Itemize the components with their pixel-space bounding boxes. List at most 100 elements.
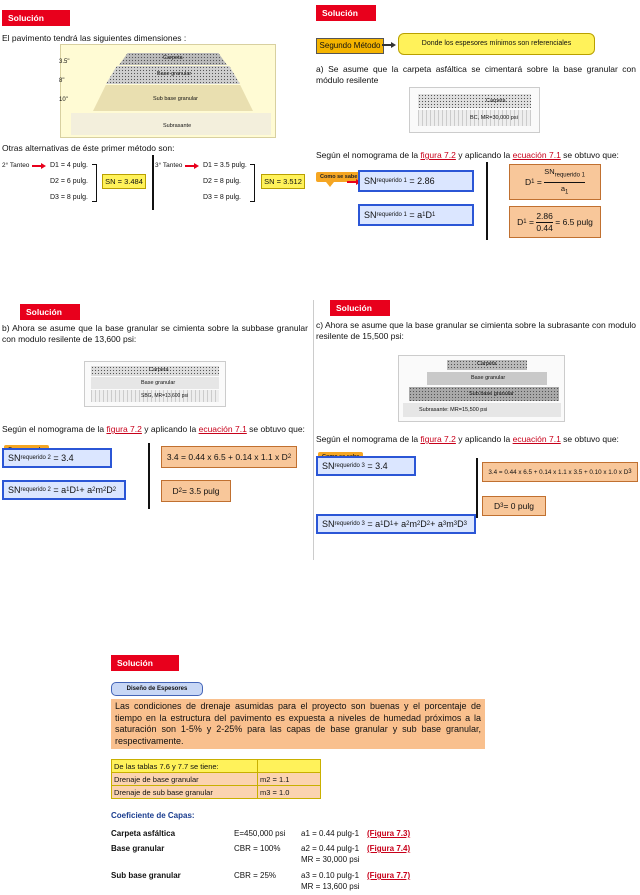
condiciones-box: Las condiciones de drenaje asumidas para…: [111, 699, 485, 749]
texto-c: c) Ahora se asume que la base granular s…: [316, 320, 636, 341]
layer-label: Sub base granular: [469, 391, 514, 397]
ecuacion-link[interactable]: ecuación 7.1: [512, 434, 561, 444]
table-cell: Drenaje de base granular: [111, 772, 258, 786]
layer-label: Carpeta: [477, 361, 497, 367]
sn-result: SN = 3.484: [102, 174, 146, 189]
panel-divider: [313, 300, 314, 560]
table-cell: Drenaje de sub base granular: [111, 785, 258, 799]
texto-b: b) Ahora se asume que la base granular s…: [2, 323, 308, 344]
layer-label: Base granular: [141, 380, 176, 386]
eq-d3-box: 3.4 = 0.44 x 6.5 + 0.14 x 1.1 x 3.5 + 0.…: [482, 462, 638, 482]
drenaje-table: De las tablas 7.6 y 7.7 se tiene: Drenaj…: [111, 759, 321, 799]
brace: [92, 164, 97, 202]
nomograma-text: Según el nomograma de la figura 7.2 y ap…: [316, 434, 619, 444]
nomograma-text: Según el nomograma de la figura 7.2 y ap…: [316, 150, 619, 160]
coef-title: Coeficiente de Capas:: [111, 811, 195, 820]
thickness-label: 3.5": [59, 59, 70, 65]
base-layer: [106, 66, 240, 84]
solucion-label: Solución: [2, 10, 70, 26]
arrow-right-icon: [185, 163, 199, 169]
coef-row: Base granular CBR = 100% a2 = 0.44 pulg-…: [111, 844, 411, 864]
fig-subrasante: Carpeta Base granular Sub base granular …: [398, 355, 565, 422]
layer-label: Carpeta: [163, 55, 183, 61]
sn-result: SN = 3.512: [261, 174, 305, 189]
brace: [250, 164, 255, 202]
solucion-label: Solución: [316, 5, 376, 21]
otras-text: Otras alternativas de éste primer método…: [2, 143, 175, 153]
fig-base-subbase: Carpeta Base granular SBG, MR=13,600 psi: [84, 361, 226, 407]
layer-label: Carpeta: [149, 367, 169, 373]
coef-row: Sub base granular CBR = 25% a3 = 0.10 pu…: [111, 871, 411, 891]
divider-line: [476, 458, 478, 518]
divider-line: [486, 162, 488, 240]
layer-label: BC, MR=30,000 psi: [470, 115, 518, 121]
table-row: Drenaje de base granular m2 = 1.1: [111, 772, 321, 786]
table-cell: De las tablas 7.6 y 7.7 se tiene:: [111, 759, 258, 773]
layer-label: Carpeta: [486, 98, 506, 104]
arrow-right-icon: [32, 163, 46, 169]
divider-line: [148, 443, 150, 509]
donde-note: Donde los espesores mínimos son referenc…: [398, 33, 595, 55]
table-cell: m3 = 1.0: [257, 785, 321, 799]
tanteo-d3: D3 = 8 pulg.: [50, 194, 88, 201]
texto-a: a) Se asume que la carpeta asfáltica se …: [316, 64, 636, 85]
tanteo-3: 3° Tanteo D1 = 3.5 pulg. D2 = 8 pulg. D3…: [155, 160, 305, 208]
figura-link[interactable]: (Figura 7.3): [367, 829, 411, 838]
figura-link[interactable]: figura 7.2: [106, 424, 142, 434]
solucion-label: Solución: [111, 655, 179, 671]
table-cell: [257, 759, 321, 773]
tanteo-title: 3° Tanteo: [155, 162, 183, 169]
thickness-label: 10": [59, 97, 68, 103]
solucion-label: Solución: [330, 300, 390, 316]
table-row: De las tablas 7.6 y 7.7 se tiene:: [111, 759, 321, 773]
tanteo-d1: D1 = 4 pulg.: [50, 162, 88, 169]
diseno-badge: Diseño de Espesores: [111, 682, 203, 696]
layer-label: Subrasante: MR=15,500 psi: [419, 407, 488, 413]
carpeta-layer: [119, 53, 227, 65]
tanteo-d2: D2 = 6 pulg.: [50, 178, 88, 185]
arrow-right-icon: [347, 179, 361, 185]
thickness-label: 8": [59, 78, 65, 84]
como-se-sabe-tag: Como se sabe: [316, 172, 362, 187]
divider-line: [152, 155, 154, 210]
layer-label: Base granular: [471, 375, 506, 381]
solucion-label: Solución: [20, 304, 80, 320]
figura-link[interactable]: figura 7.2: [420, 150, 456, 160]
tanteo-d1: D1 = 3.5 pulg.: [203, 162, 247, 169]
tanteo-2: 2° Tanteo D1 = 4 pulg. D2 = 6 pulg. D3 =…: [2, 160, 152, 208]
fig-carpeta-base: Carpeta BC, MR=30,000 psi: [409, 87, 540, 133]
layer-label: Sub base granular: [153, 96, 198, 102]
figura-link[interactable]: (Figura 7.4): [367, 844, 411, 853]
figura-link[interactable]: figura 7.2: [420, 434, 456, 444]
intro-text: El pavimento tendrá las siguientes dimen…: [2, 33, 187, 43]
table-cell: m2 = 1.1: [257, 772, 321, 786]
layer-label: SBG, MR=13,600 psi: [141, 393, 189, 399]
arrow-right-icon: [382, 42, 396, 48]
subbase-layer: [93, 85, 253, 111]
ecuacion-link[interactable]: ecuación 7.1: [512, 150, 561, 160]
ecuacion-link[interactable]: ecuación 7.1: [198, 424, 247, 434]
layer-label: Base granular: [157, 71, 192, 77]
figura-link[interactable]: (Figura 7.7): [367, 871, 411, 880]
subrasante-layer: [71, 113, 271, 135]
layer-label: Subrasante: [163, 123, 192, 129]
tanteo-d3: D3 = 8 pulg.: [203, 194, 241, 201]
tanteo-title: 2° Tanteo: [2, 162, 30, 169]
coef-row: Carpeta asfáltica E=450,000 psi a1 = 0.4…: [111, 829, 411, 838]
pavement-diagram: 3.5" 8" 10" Carpeta Base granular Sub ba…: [59, 44, 276, 138]
segundo-metodo-badge: Segundo Método: [316, 38, 384, 54]
nomograma-text: Según el nomograma de la figura 7.2 y ap…: [2, 424, 305, 434]
table-row: Drenaje de sub base granular m3 = 1.0: [111, 785, 321, 799]
tanteo-d2: D2 = 8 pulg.: [203, 178, 241, 185]
